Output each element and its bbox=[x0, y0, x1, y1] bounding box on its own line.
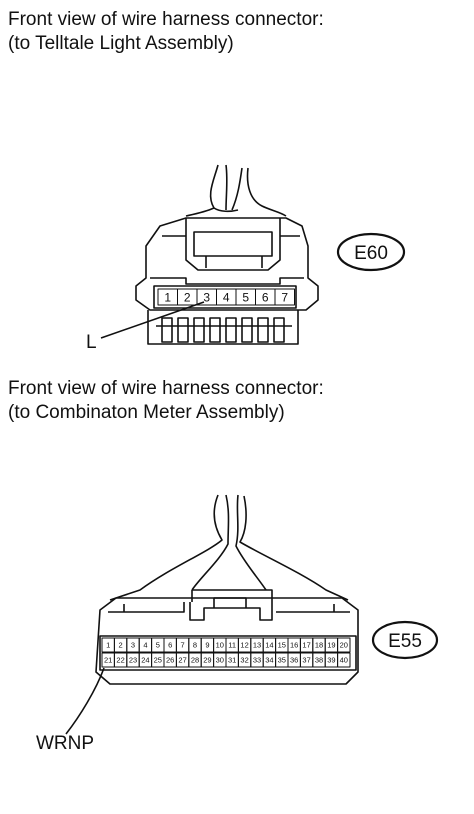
wire-label-l: L bbox=[86, 332, 97, 353]
e55-pin-7: 7 bbox=[181, 641, 185, 650]
e60-lock-slot bbox=[241, 317, 253, 343]
e55-leader-line bbox=[65, 667, 105, 735]
e60-pin-1: 1 bbox=[164, 290, 171, 304]
e60-pin-cell-7 bbox=[274, 288, 295, 306]
e60-lock-tabs bbox=[147, 310, 299, 345]
e55-pin-frame bbox=[99, 635, 357, 671]
e55-pin-16: 16 bbox=[290, 641, 298, 650]
connector-id-e55: E55 bbox=[388, 631, 422, 652]
wire-label-wrnp: WRNP bbox=[36, 733, 94, 754]
e55-wires bbox=[109, 494, 349, 601]
e60-pin-5: 5 bbox=[242, 290, 249, 304]
e55-pin-26: 26 bbox=[166, 656, 174, 665]
e55-pin-40: 40 bbox=[340, 656, 348, 665]
e60-pin-3: 3 bbox=[203, 290, 210, 304]
caption-telltale-line1: Front view of wire harness connector: bbox=[8, 9, 324, 30]
e55-pin-cell-20 bbox=[337, 637, 351, 653]
caption-meter-line1: Front view of wire harness connector: bbox=[8, 378, 324, 399]
e60-latch bbox=[185, 218, 281, 271]
connector-id-e60: E60 bbox=[354, 243, 388, 264]
e55-pin-38: 38 bbox=[315, 656, 323, 665]
e55-pin-18: 18 bbox=[315, 641, 323, 650]
e55-pin-13: 13 bbox=[253, 641, 261, 650]
e55-pin-28: 28 bbox=[191, 656, 199, 665]
e55-pin-31: 31 bbox=[228, 656, 236, 665]
e60-lock-slot bbox=[193, 317, 205, 343]
e55-pin-4: 4 bbox=[143, 641, 147, 650]
e55-id-badge: E55 bbox=[371, 620, 439, 660]
e60-leader-line bbox=[100, 301, 205, 339]
e55-pin-27: 27 bbox=[178, 656, 186, 665]
e55-pin-17: 17 bbox=[302, 641, 310, 650]
e55-pin-cell-40 bbox=[337, 652, 351, 668]
e55-pin-21: 21 bbox=[104, 656, 112, 665]
e55-pin-12: 12 bbox=[240, 641, 248, 650]
e55-pin-8: 8 bbox=[193, 641, 197, 650]
e55-pin-22: 22 bbox=[116, 656, 124, 665]
e55-pin-6: 6 bbox=[168, 641, 172, 650]
e55-pin-10: 10 bbox=[216, 641, 224, 650]
e55-pin-9: 9 bbox=[205, 641, 209, 650]
e55-pin-20: 20 bbox=[340, 641, 348, 650]
caption-meter-line2: (to Combinaton Meter Assembly) bbox=[8, 402, 285, 423]
e60-lock-slot bbox=[225, 317, 237, 343]
e55-pin-11: 11 bbox=[228, 641, 236, 650]
e55-pin-30: 30 bbox=[216, 656, 224, 665]
e60-wires bbox=[185, 164, 287, 217]
e55-pin-32: 32 bbox=[240, 656, 248, 665]
e60-lock-slot bbox=[161, 317, 173, 343]
e55-pin-14: 14 bbox=[265, 641, 273, 650]
e55-pin-36: 36 bbox=[290, 656, 298, 665]
e55-pin-37: 37 bbox=[302, 656, 310, 665]
caption-telltale: Front view of wire harness connector: (t… bbox=[8, 8, 324, 56]
e60-pin-2: 2 bbox=[184, 290, 191, 304]
e55-pin-35: 35 bbox=[278, 656, 286, 665]
e60-pin-7: 7 bbox=[281, 290, 288, 304]
e55-pin-2: 2 bbox=[119, 641, 123, 650]
e55-pin-23: 23 bbox=[129, 656, 137, 665]
e55-pin-1: 1 bbox=[106, 641, 110, 650]
e55-pin-15: 15 bbox=[278, 641, 286, 650]
e55-pin-3: 3 bbox=[131, 641, 135, 650]
caption-combination-meter: Front view of wire harness connector: (t… bbox=[8, 377, 324, 425]
e60-lock-slot bbox=[177, 317, 189, 343]
e60-lock-slot bbox=[273, 317, 285, 343]
e60-housing bbox=[135, 217, 319, 311]
e60-pin-6: 6 bbox=[262, 290, 269, 304]
e55-pin-39: 39 bbox=[327, 656, 335, 665]
e55-pin-33: 33 bbox=[253, 656, 261, 665]
e60-lock-slot bbox=[257, 317, 269, 343]
e60-pin-frame bbox=[153, 285, 297, 309]
e55-pin-34: 34 bbox=[265, 656, 273, 665]
e55-pin-29: 29 bbox=[203, 656, 211, 665]
caption-telltale-line2: (to Telltale Light Assembly) bbox=[8, 33, 234, 54]
e55-pin-25: 25 bbox=[154, 656, 162, 665]
e55-pin-19: 19 bbox=[327, 641, 335, 650]
e55-latch bbox=[191, 589, 273, 602]
e60-id-badge: E60 bbox=[336, 232, 406, 272]
e55-pin-5: 5 bbox=[156, 641, 160, 650]
e60-pin-4: 4 bbox=[223, 290, 230, 304]
e60-lock-slot bbox=[209, 317, 221, 343]
e55-pin-24: 24 bbox=[141, 656, 149, 665]
